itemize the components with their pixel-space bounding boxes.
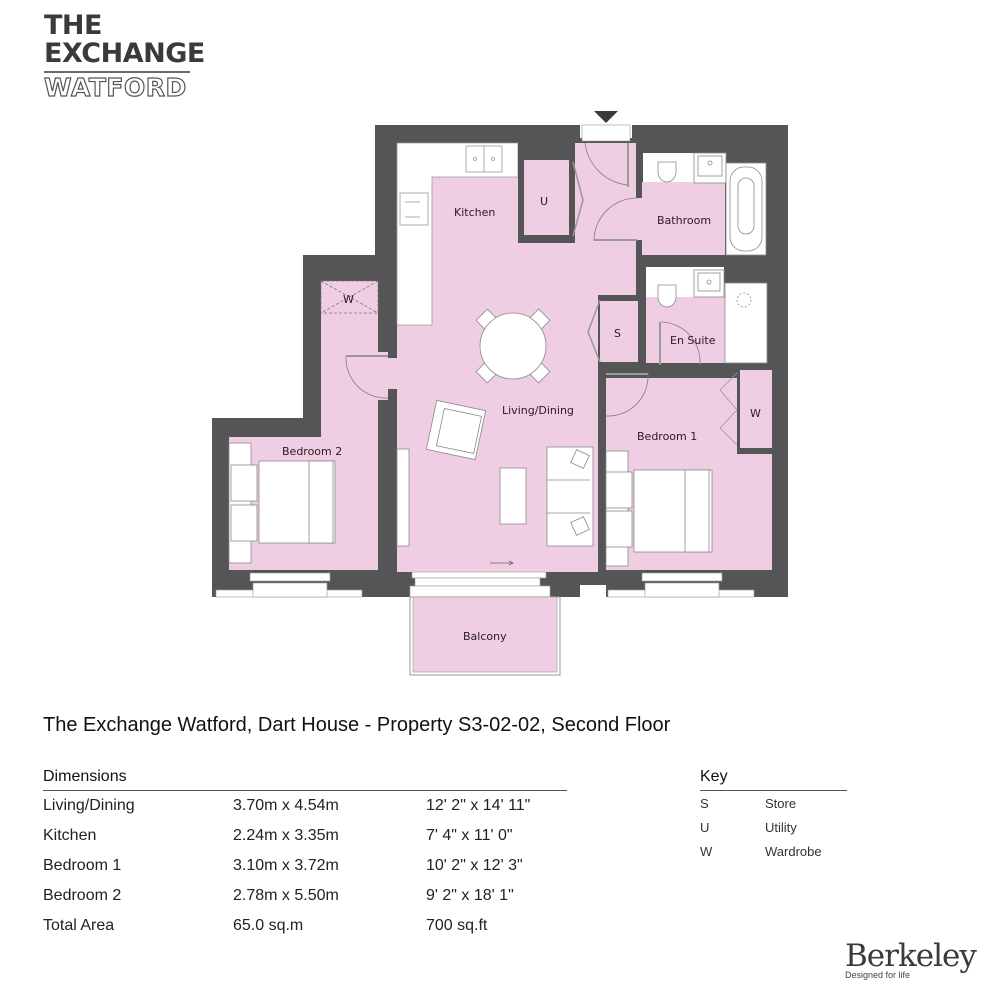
living-furniture [396,446,594,547]
key-label: Store [765,795,797,811]
room-name: Bedroom 1 [43,857,122,874]
label-kitchen: Kitchen [454,206,495,219]
label-bathroom: Bathroom [657,214,711,227]
metric-size: 2.78m x 5.50m [233,887,339,904]
windows [215,124,755,598]
label-wardrobe-bed2: W [343,293,354,306]
bed-bedroom2 [228,442,336,564]
brand-name: Berkeley [845,938,977,974]
property-title: The Exchange Watford, Dart House - Prope… [43,714,671,736]
imperial-size: 12' 2" x 14' 11" [426,797,531,814]
key-code: S [700,795,709,811]
bed-bedroom1 [605,450,713,567]
logo-divider [44,71,190,73]
dimensions-header: Dimensions [43,768,567,791]
balcony [409,596,561,676]
imperial-size: 700 sq.ft [426,917,488,934]
key-label: Utility [765,819,797,835]
logo-line-watford: WATFORD [43,73,187,102]
logo-line-the: THE [44,10,102,41]
key-item: U Utility [700,815,847,839]
imperial-size: 9' 2" x 18' 1" [426,887,514,904]
dimension-row: Kitchen 2.24m x 3.35m 7' 4" x 11' 0" [43,821,567,851]
key-header: Key [700,768,847,791]
imperial-size: 7' 4" x 11' 0" [426,827,513,844]
dimensions-table: Dimensions Living/Dining 3.70m x 4.54m 1… [43,768,567,941]
internal-walls [378,143,788,585]
key-label: Wardrobe [765,843,822,859]
room-name: Total Area [43,917,115,934]
dimension-row: Bedroom 2 2.78m x 5.50m 9' 2" x 18' 1" [43,881,567,911]
label-wardrobe-bed1: W [750,407,761,420]
utility-walls [518,143,575,243]
dining-table [475,308,551,384]
wardrobe-bedroom2 [320,280,379,314]
room-name: Living/Dining [43,797,135,814]
imperial-size: 10' 2" x 12' 3" [426,857,523,874]
metric-size: 2.24m x 3.35m [233,827,339,844]
brand-tagline: Designed for life [845,970,911,980]
berkeley-logo: Berkeley Designed for life [845,938,977,980]
bathroom-fittings [643,152,768,364]
label-utility: U [540,195,548,208]
key-code: U [700,819,710,835]
label-store: S [614,327,621,340]
label-balcony: Balcony [463,630,507,643]
label-en-suite: En Suite [670,334,716,347]
development-logo: THE EXCHANGE WATFORD [43,10,205,102]
dimension-row: Bedroom 1 3.10m x 3.72m 10' 2" x 12' 3" [43,851,567,881]
logo-line-exchange: EXCHANGE [44,38,205,69]
metric-size: 3.70m x 4.54m [233,797,339,814]
key-item: W Wardrobe [700,839,847,863]
metric-size: 3.10m x 3.72m [233,857,339,874]
room-name: Bedroom 2 [43,887,122,904]
armchair [425,399,487,461]
floor-plan: Kitchen U Bathroom W S En Suite Living/D… [212,111,788,676]
doors [345,142,738,446]
key-item: S Store [700,791,847,815]
dimension-row: Living/Dining 3.70m x 4.54m 12' 2" x 14'… [43,791,567,821]
key-legend: Key S Store U Utility W Wardrobe [700,768,847,863]
label-bedroom2: Bedroom 2 [282,445,342,458]
key-code: W [700,843,713,859]
room-name: Kitchen [43,827,97,844]
label-bedroom1: Bedroom 1 [637,430,697,443]
label-living-dining: Living/Dining [502,404,574,417]
dimension-row-total: Total Area 65.0 sq.m 700 sq.ft [43,911,567,941]
entrance-marker-icon [594,111,618,123]
sliding-door-arrow-icon [490,560,514,566]
metric-size: 65.0 sq.m [233,917,304,934]
